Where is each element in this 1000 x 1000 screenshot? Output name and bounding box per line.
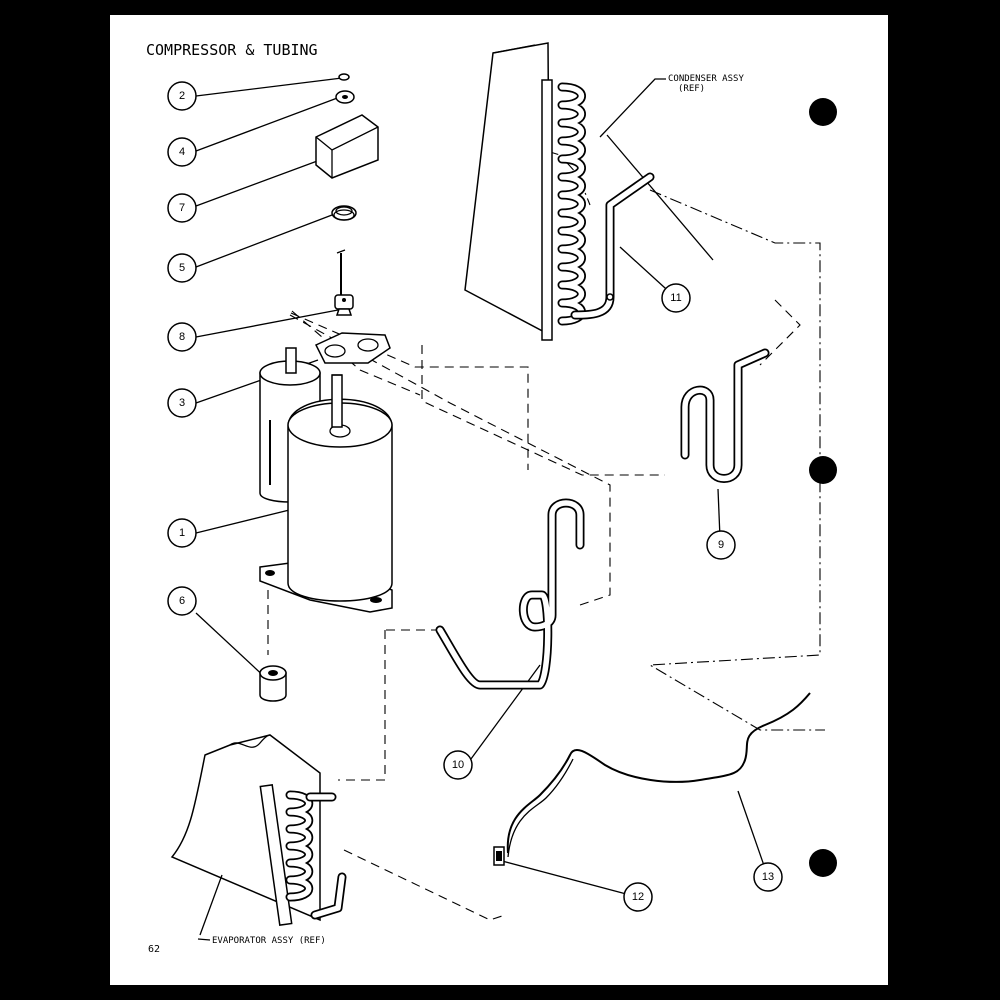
callout-11: 11	[661, 283, 691, 313]
condenser-coil	[557, 82, 586, 326]
part-8-overload	[334, 249, 354, 316]
binder-hole-top	[809, 98, 837, 126]
condenser-assembly	[464, 42, 586, 341]
evaporator-label: EVAPORATOR ASSY (REF)	[212, 936, 326, 946]
svg-text:10: 10	[452, 759, 464, 771]
evaporator-assembly	[170, 734, 347, 936]
part-5-clip	[331, 205, 357, 221]
svg-text:11: 11	[670, 292, 681, 304]
callout-13: 13	[753, 862, 783, 892]
diagram-title: COMPRESSOR & TUBING	[146, 41, 318, 59]
svg-text:7: 7	[179, 202, 185, 214]
callout-2: 2	[167, 81, 197, 111]
callout-3: 3	[167, 388, 197, 418]
callout-5: 5	[167, 253, 197, 283]
svg-text:9: 9	[718, 539, 724, 551]
callout-1: 1	[167, 518, 197, 548]
callout-4: 4	[167, 137, 197, 167]
svg-text:3: 3	[179, 397, 185, 409]
callout-7: 7	[167, 193, 197, 223]
evaporator-coil	[285, 790, 314, 902]
callout-12: 12	[623, 882, 653, 912]
part-3-gasket	[314, 332, 391, 364]
part-11-tube	[570, 172, 655, 320]
svg-text:4: 4	[179, 146, 185, 158]
svg-text:13: 13	[762, 871, 774, 883]
part-1-compressor	[259, 347, 393, 613]
leader-lines	[195, 77, 769, 896]
part-10-tube	[435, 498, 585, 690]
svg-text:1: 1	[179, 527, 185, 539]
part-12-strainer	[493, 846, 505, 866]
callout-10: 10	[443, 750, 473, 780]
diagram-sheet: COMPRESSOR & TUBING	[110, 15, 888, 985]
callout-6: 6	[167, 586, 197, 616]
page-number: 62	[148, 944, 160, 955]
parts-diagram: COMPRESSOR & TUBING	[146, 41, 837, 955]
svg-text:12: 12	[632, 891, 644, 903]
part-9-tube	[680, 348, 770, 483]
callouts: 2 4 7 5 8 3 1 6 11 9 10 12 13	[167, 81, 783, 912]
binder-hole-middle	[809, 456, 837, 484]
binder-hole-bottom	[809, 849, 837, 877]
callout-9: 9	[706, 530, 736, 560]
condenser-label: CONDENSER ASSY	[668, 74, 744, 84]
part-13-capillary-tube	[506, 692, 811, 858]
condenser-leader	[599, 78, 666, 138]
part-6-mount-grommet	[259, 665, 287, 702]
callout-8: 8	[167, 322, 197, 352]
svg-text:5: 5	[179, 262, 185, 274]
svg-text:6: 6	[179, 595, 185, 607]
part-7-terminal-cover	[315, 114, 379, 179]
part-2-washer	[338, 73, 350, 81]
condenser-ref-label: (REF)	[678, 84, 705, 94]
svg-text:2: 2	[179, 90, 185, 102]
svg-text:8: 8	[179, 331, 185, 343]
